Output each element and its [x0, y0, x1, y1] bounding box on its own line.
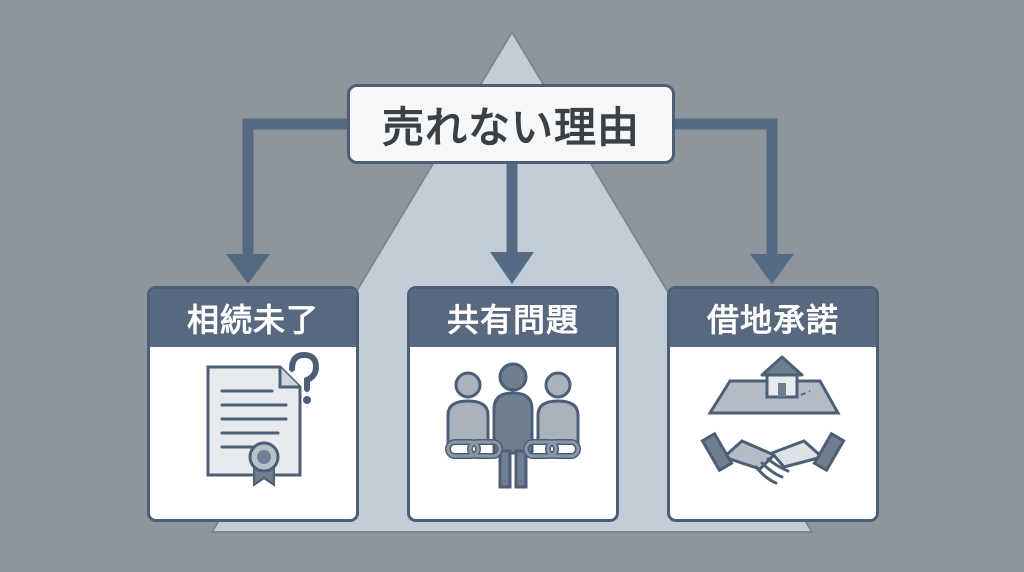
card-header: 借地承諾: [670, 289, 876, 347]
connector-right: [672, 118, 778, 260]
card-leasehold: 借地承諾: [667, 286, 879, 522]
arrowhead-left: [226, 254, 270, 284]
people-chained-icon: [445, 362, 581, 489]
land-house-handshake-icon: [700, 355, 846, 485]
document-certificate-question-icon: [206, 351, 320, 487]
card-inheritance: 相続未了: [147, 286, 359, 522]
title-box: 売れない理由: [347, 84, 675, 164]
connector-left: [242, 118, 350, 260]
card-co-ownership: 共有問題: [407, 286, 619, 522]
title-text: 売れない理由: [381, 102, 640, 152]
card-label: 借地承諾: [706, 301, 839, 339]
card-header: 相続未了: [150, 289, 356, 347]
card-header: 共有問題: [410, 289, 616, 347]
card-label: 共有問題: [446, 301, 579, 339]
card-label: 相続未了: [186, 301, 319, 339]
arrowhead-right: [750, 254, 794, 284]
arrowhead-center: [490, 252, 534, 284]
